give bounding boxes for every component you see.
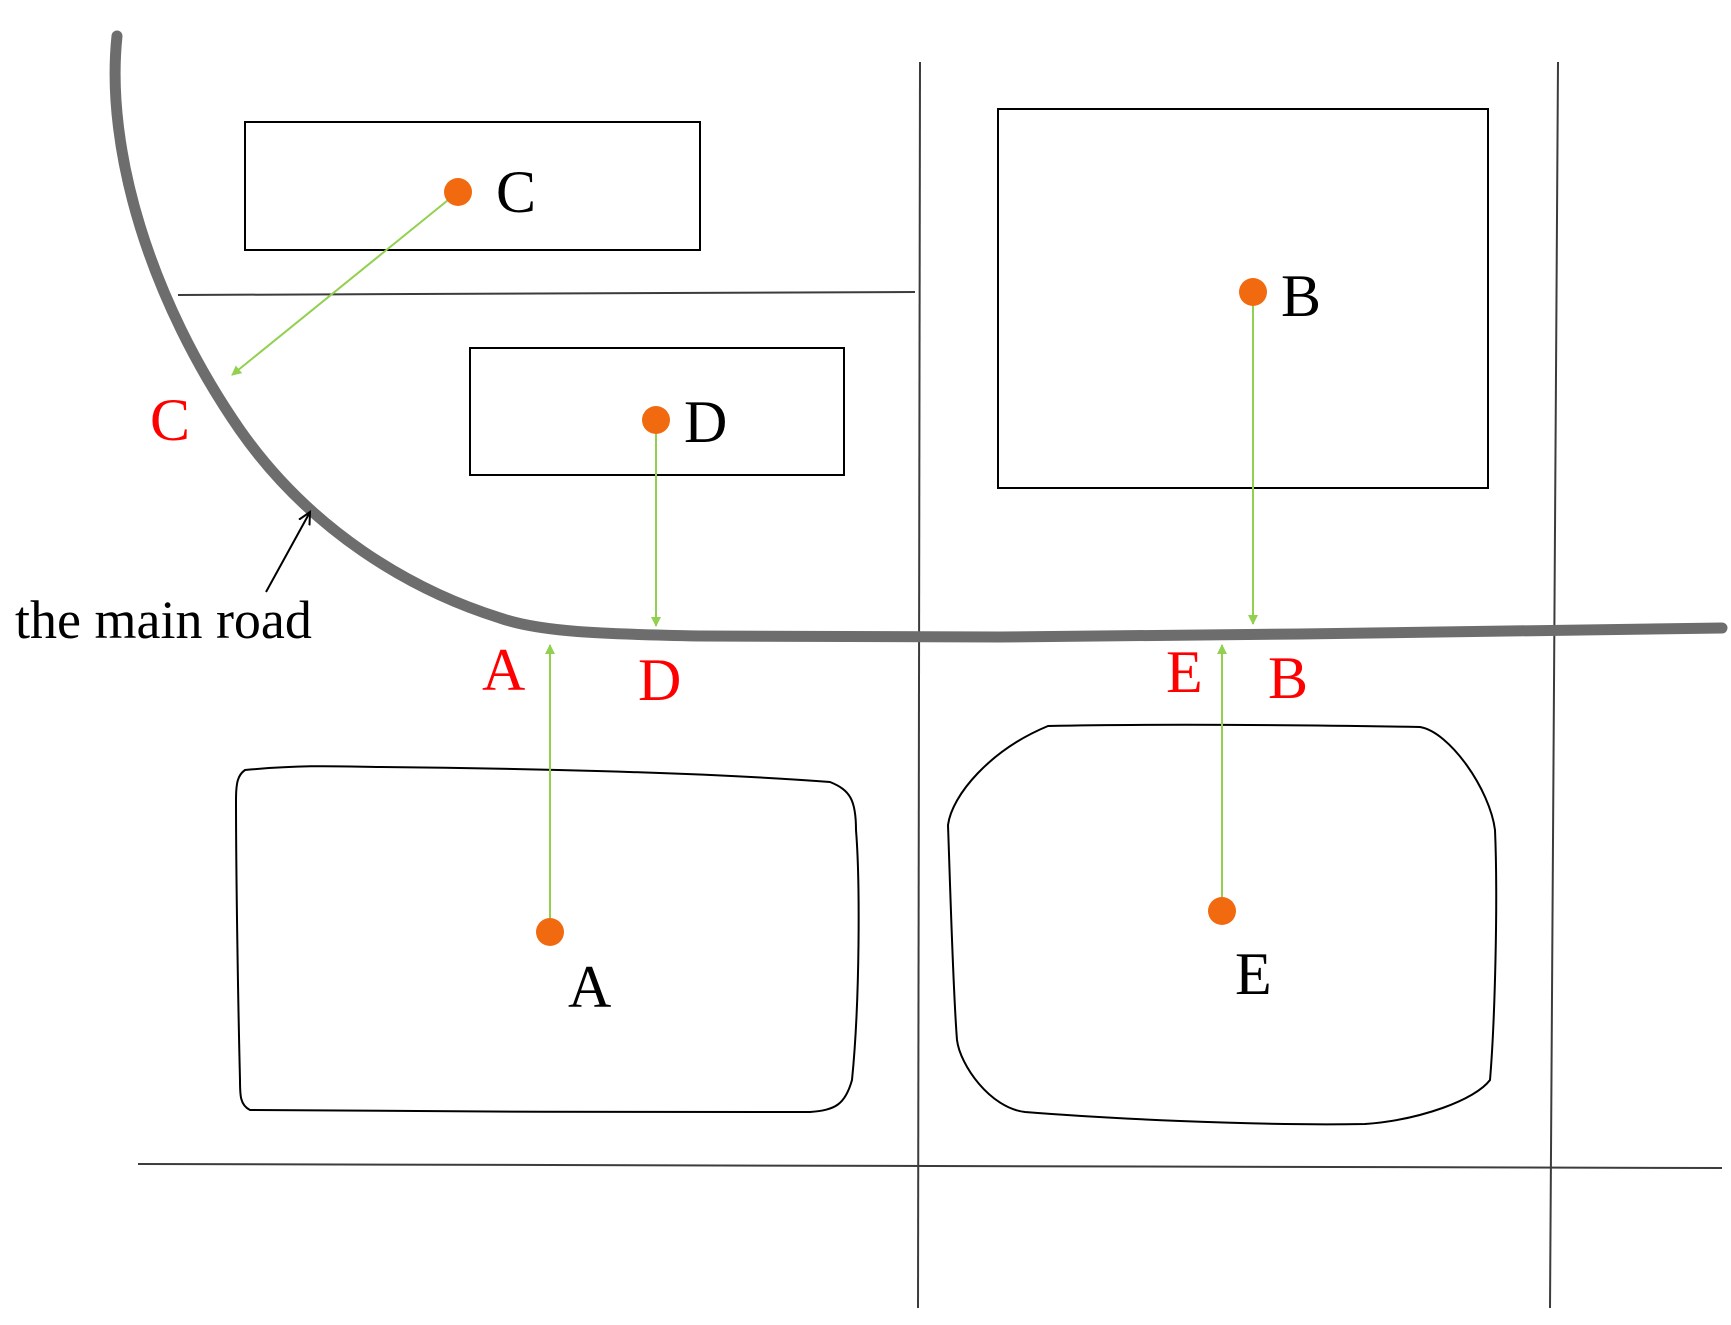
road-callout-arrow [265,512,310,593]
access-arrow-C [231,191,459,376]
buildings [234,108,1498,1126]
street-vertical-middle [917,61,921,1309]
facility-label-C: C [496,159,536,225]
facility-point-B [1239,278,1267,306]
facility-label-E: E [1235,941,1272,1007]
access-label-A: A [482,637,525,703]
access-label-C: C [150,387,190,453]
access-label-E: E [1166,639,1203,705]
facility-point-C [444,178,472,206]
access-label-D: D [638,647,681,713]
street-network [137,61,1723,1309]
access-arrows [231,191,1258,932]
street-bottom [137,1163,1723,1169]
building-A [234,765,860,1114]
building-C [244,121,701,251]
facility-label-D: D [684,389,727,455]
access-labels: C D B A E [150,387,1308,713]
street-upper-left [177,291,916,296]
main-road [109,30,1728,643]
building-E [946,723,1498,1126]
facility-points [444,178,1267,946]
building-B [997,108,1489,489]
facility-labels: C D B A E [496,159,1321,1020]
facility-label-A: A [568,954,611,1020]
street-vertical-right [1549,61,1559,1309]
road-callout: the main road [15,512,312,650]
facility-label-B: B [1281,263,1321,329]
road-label: the main road [15,590,312,650]
facility-point-E [1208,897,1236,925]
facility-point-A [536,918,564,946]
facility-point-D [642,406,670,434]
access-label-B: B [1268,645,1308,711]
